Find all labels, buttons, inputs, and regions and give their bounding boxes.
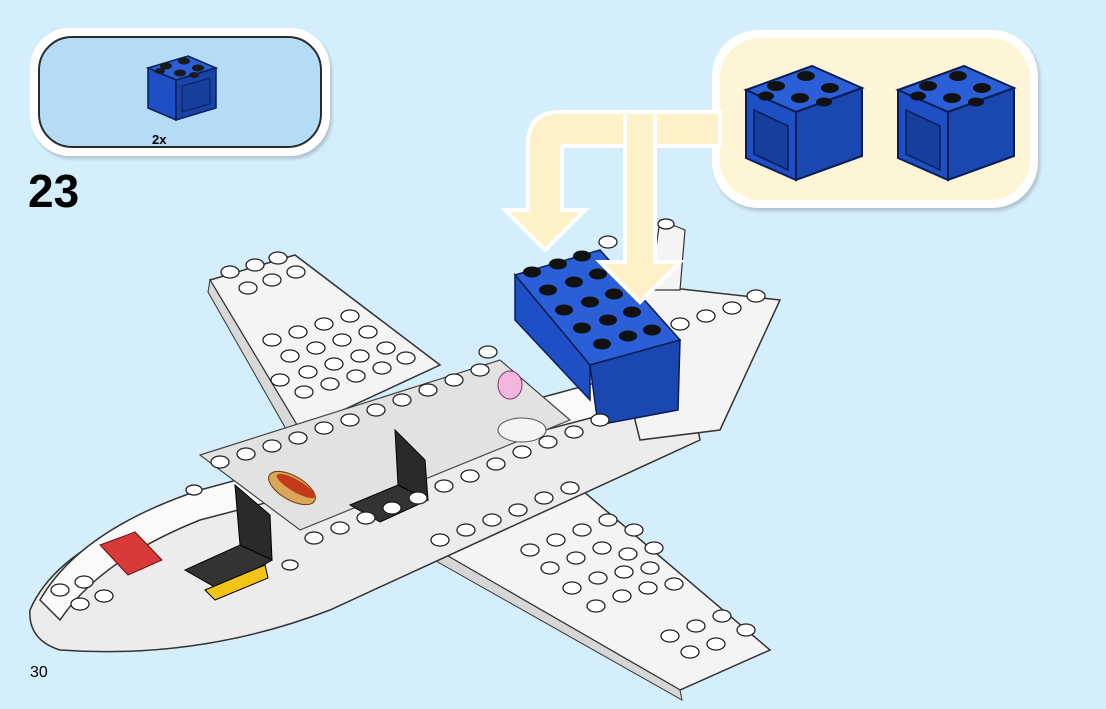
- plate: [498, 418, 546, 442]
- pink-roll: [498, 371, 522, 399]
- arrow-left: [505, 112, 720, 250]
- page-number: 30: [30, 664, 48, 682]
